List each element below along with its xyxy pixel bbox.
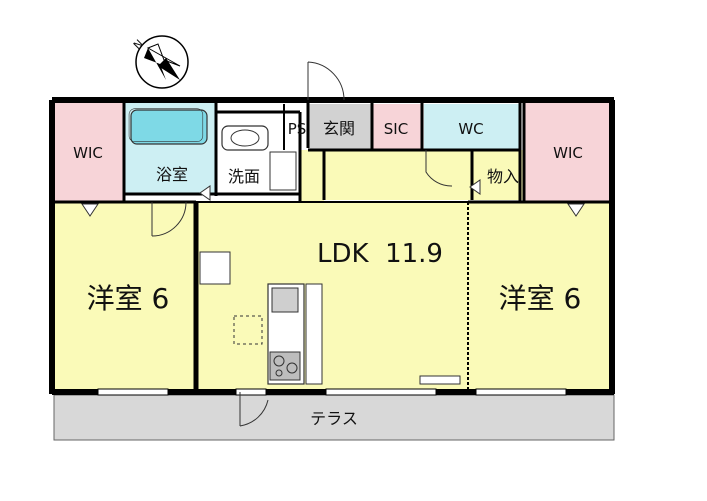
fridge-space	[199, 251, 231, 285]
washroom-label: 洗面	[228, 167, 260, 186]
bedroom-left-label: 洋室 6	[87, 282, 170, 315]
table-dashed	[233, 315, 263, 345]
sic-label: SIC	[384, 120, 408, 138]
door-markers	[81, 179, 585, 217]
cupboard	[305, 283, 323, 385]
sic-area	[372, 104, 422, 150]
windows	[97, 388, 567, 396]
north-arrow-icon: N	[131, 35, 189, 89]
genkan-label: 玄関	[323, 119, 355, 138]
wc-area	[424, 104, 520, 150]
terrace-label: テラス	[310, 409, 358, 428]
doors	[151, 61, 453, 427]
bedroom-left-area	[52, 202, 196, 392]
wic-left-label: WIC	[73, 144, 103, 162]
sink	[271, 287, 299, 313]
wic-left-area	[52, 102, 124, 202]
ldk-area	[196, 202, 468, 392]
terrace-area	[53, 394, 615, 441]
hallway-area	[324, 150, 472, 200]
storage-area	[472, 150, 524, 200]
bedroom-right-area	[468, 202, 612, 392]
entrance-area	[308, 104, 372, 150]
ldk-label: LDK 11.9	[317, 239, 443, 269]
washroom-white	[300, 150, 324, 202]
bedroom-right-label: 洋室 6	[499, 282, 582, 315]
floor-vent	[419, 375, 461, 385]
washer-space	[269, 151, 297, 191]
bathtub	[130, 109, 208, 145]
storage-label: 物入	[487, 167, 519, 186]
wic-right-label: WIC	[553, 144, 583, 162]
ps-label: PS	[288, 120, 307, 138]
stove	[269, 351, 301, 381]
bath-label: 浴室	[156, 165, 188, 184]
wic-right-area	[524, 102, 612, 202]
wc-label: WC	[458, 120, 483, 138]
